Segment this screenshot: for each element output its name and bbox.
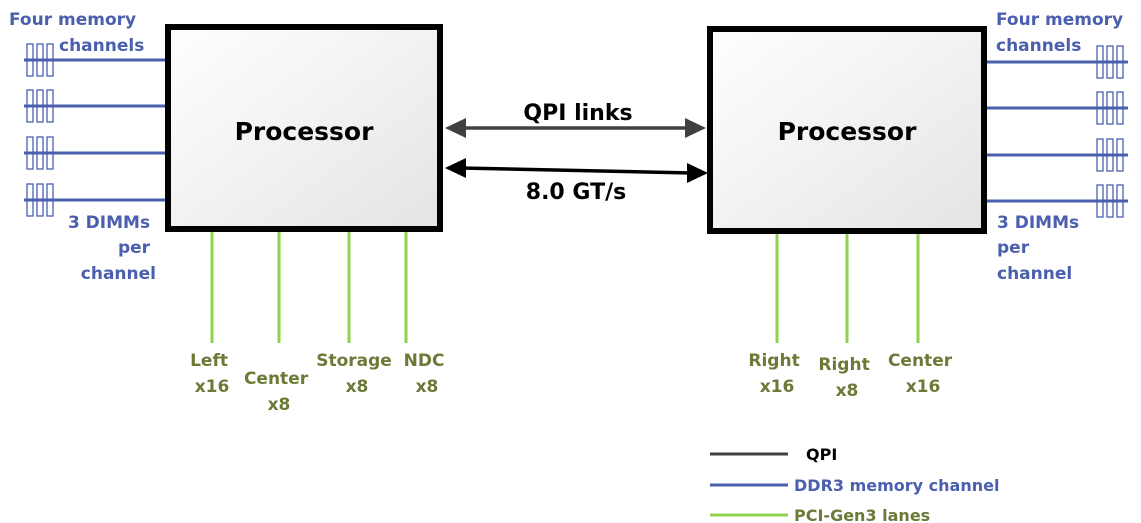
legend-label-pcie: PCI-Gen3 lanes — [794, 506, 930, 523]
right-memory-channels — [987, 45, 1128, 218]
qpi-link-top — [445, 118, 706, 138]
legend-label-qpi: QPI — [806, 445, 837, 464]
left-dimm-group-overlay — [24, 58, 58, 202]
left-dimm-note: 3 DIMMs per channel — [68, 213, 156, 284]
left-processor-label: Processor — [235, 117, 375, 146]
pcie-label-left-x16: Left x16 — [190, 351, 234, 397]
right-processor-label: Processor — [778, 117, 918, 146]
right-dimm-group-overlay — [1094, 60, 1128, 203]
pcie-label-center-x16: Center x16 — [888, 351, 958, 397]
legend-item-ddr3: DDR3 memory channel — [710, 476, 999, 495]
pcie-label-storage-x8: Storage x8 — [316, 351, 398, 397]
right-dimm-note: 3 DIMMs per channel — [997, 213, 1085, 284]
legend-item-qpi: QPI — [710, 445, 837, 464]
qpi-link-bottom — [445, 158, 708, 183]
qpi-links-label: QPI links — [523, 101, 632, 126]
left-memory-channels — [24, 43, 166, 217]
right-processor: Processor — [707, 26, 987, 234]
legend: QPI DDR3 memory channel PCI-Gen3 lanes — [710, 445, 999, 523]
right-pcie-lanes — [775, 232, 920, 343]
right-memory-title: Four memory channels — [996, 10, 1129, 56]
left-processor: Processor — [165, 24, 443, 232]
left-memory-title: Four memory channels — [9, 10, 144, 56]
legend-label-ddr3: DDR3 memory channel — [794, 476, 999, 495]
pcie-label-ndc-x8: NDC x8 — [404, 351, 451, 397]
legend-item-pcie: PCI-Gen3 lanes — [710, 506, 930, 523]
pcie-label-right-x8: Right x8 — [818, 355, 875, 401]
qpi-speed-label: 8.0 GT/s — [526, 180, 626, 205]
pcie-label-right-x16: Right x16 — [748, 351, 805, 397]
left-pcie-lanes — [210, 232, 408, 343]
pcie-label-center-x8: Center x8 — [244, 369, 314, 415]
